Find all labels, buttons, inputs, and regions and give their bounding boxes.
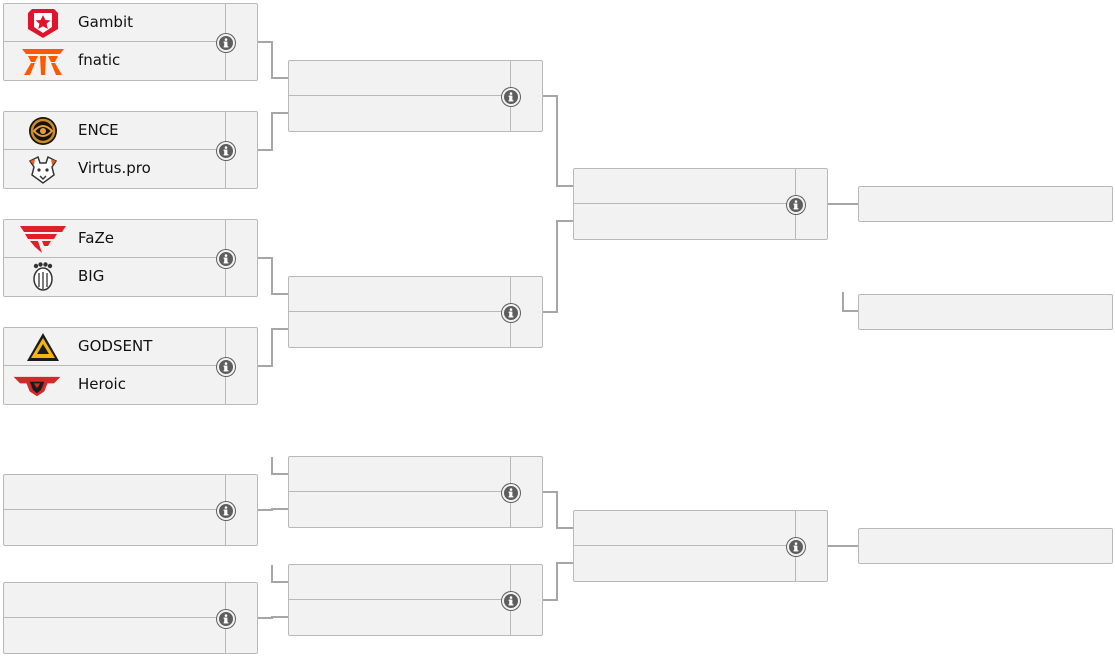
team-slot[interactable]: ENCE [4, 112, 226, 150]
team-slot-empty[interactable] [574, 169, 796, 204]
team-slot[interactable]: Gambit [4, 4, 226, 42]
team-slot[interactable]: Virtus.pro [4, 150, 226, 188]
match-r1-2[interactable]: ENCE Virtus.pro [3, 111, 258, 189]
info-icon[interactable] [217, 250, 235, 268]
team-slot-empty[interactable] [289, 457, 511, 492]
match-lower-r2-2[interactable] [288, 564, 543, 636]
match-r2-1[interactable] [288, 60, 543, 132]
ence-logo [29, 117, 57, 145]
lower-bracket-winner-slot[interactable] [858, 528, 1113, 564]
heroic-logo [13, 376, 61, 397]
match-lower-r2-1[interactable] [288, 456, 543, 528]
team-slot-empty[interactable] [4, 475, 226, 510]
info-icon[interactable] [502, 88, 520, 106]
team-name: Virtus.pro [78, 159, 151, 177]
big-logo [33, 262, 53, 291]
gambit-logo [28, 9, 58, 38]
team-slot[interactable]: BIG [4, 258, 226, 296]
virtus-pro-logo [28, 155, 58, 184]
info-icon[interactable] [787, 538, 805, 556]
match-r1-3[interactable]: FaZe BIG [3, 219, 258, 297]
match-r1-1[interactable]: Gambit fnatic [3, 3, 258, 81]
winner-slot[interactable] [858, 186, 1113, 222]
team-slot-empty[interactable] [574, 204, 796, 239]
team-slot-empty[interactable] [289, 492, 511, 527]
team-slot-empty[interactable] [4, 510, 226, 545]
team-slot-empty[interactable] [4, 583, 226, 618]
team-slot[interactable]: FaZe [4, 220, 226, 258]
fnatic-logo [22, 49, 64, 75]
match-lower-r1-1[interactable] [3, 474, 258, 546]
info-icon[interactable] [217, 610, 235, 628]
info-icon[interactable] [787, 196, 805, 214]
team-slot-empty[interactable] [289, 96, 511, 131]
godsent-logo [27, 333, 59, 361]
third-place-slot[interactable] [858, 294, 1113, 330]
match-r1-4[interactable]: GODSENT Heroic [3, 327, 258, 405]
team-slot-empty[interactable] [574, 511, 796, 546]
info-icon[interactable] [217, 142, 235, 160]
match-semifinal[interactable] [573, 168, 828, 240]
team-slot-empty[interactable] [289, 600, 511, 635]
team-name: ENCE [78, 121, 119, 139]
match-lower-final[interactable] [573, 510, 828, 582]
team-name: BIG [78, 267, 105, 285]
team-slot[interactable]: fnatic [4, 42, 226, 80]
team-slot-empty[interactable] [574, 546, 796, 581]
team-slot[interactable]: GODSENT [4, 328, 226, 366]
info-icon[interactable] [217, 502, 235, 520]
match-lower-r1-2[interactable] [3, 582, 258, 654]
team-slot-empty[interactable] [289, 565, 511, 600]
team-name: Gambit [78, 13, 133, 31]
team-slot-empty[interactable] [289, 277, 511, 312]
faze-logo [20, 226, 66, 253]
info-icon[interactable] [502, 592, 520, 610]
team-slot-empty[interactable] [289, 312, 511, 347]
team-slot[interactable]: Heroic [4, 366, 226, 404]
info-icon[interactable] [502, 304, 520, 322]
info-icon[interactable] [502, 484, 520, 502]
team-name: FaZe [78, 229, 114, 247]
team-name: fnatic [78, 51, 121, 69]
info-icon[interactable] [217, 34, 235, 52]
team-name: GODSENT [78, 337, 153, 355]
team-slot-empty[interactable] [4, 618, 226, 653]
team-slot-empty[interactable] [289, 61, 511, 96]
info-icon[interactable] [217, 358, 235, 376]
team-name: Heroic [78, 375, 126, 393]
match-r2-2[interactable] [288, 276, 543, 348]
